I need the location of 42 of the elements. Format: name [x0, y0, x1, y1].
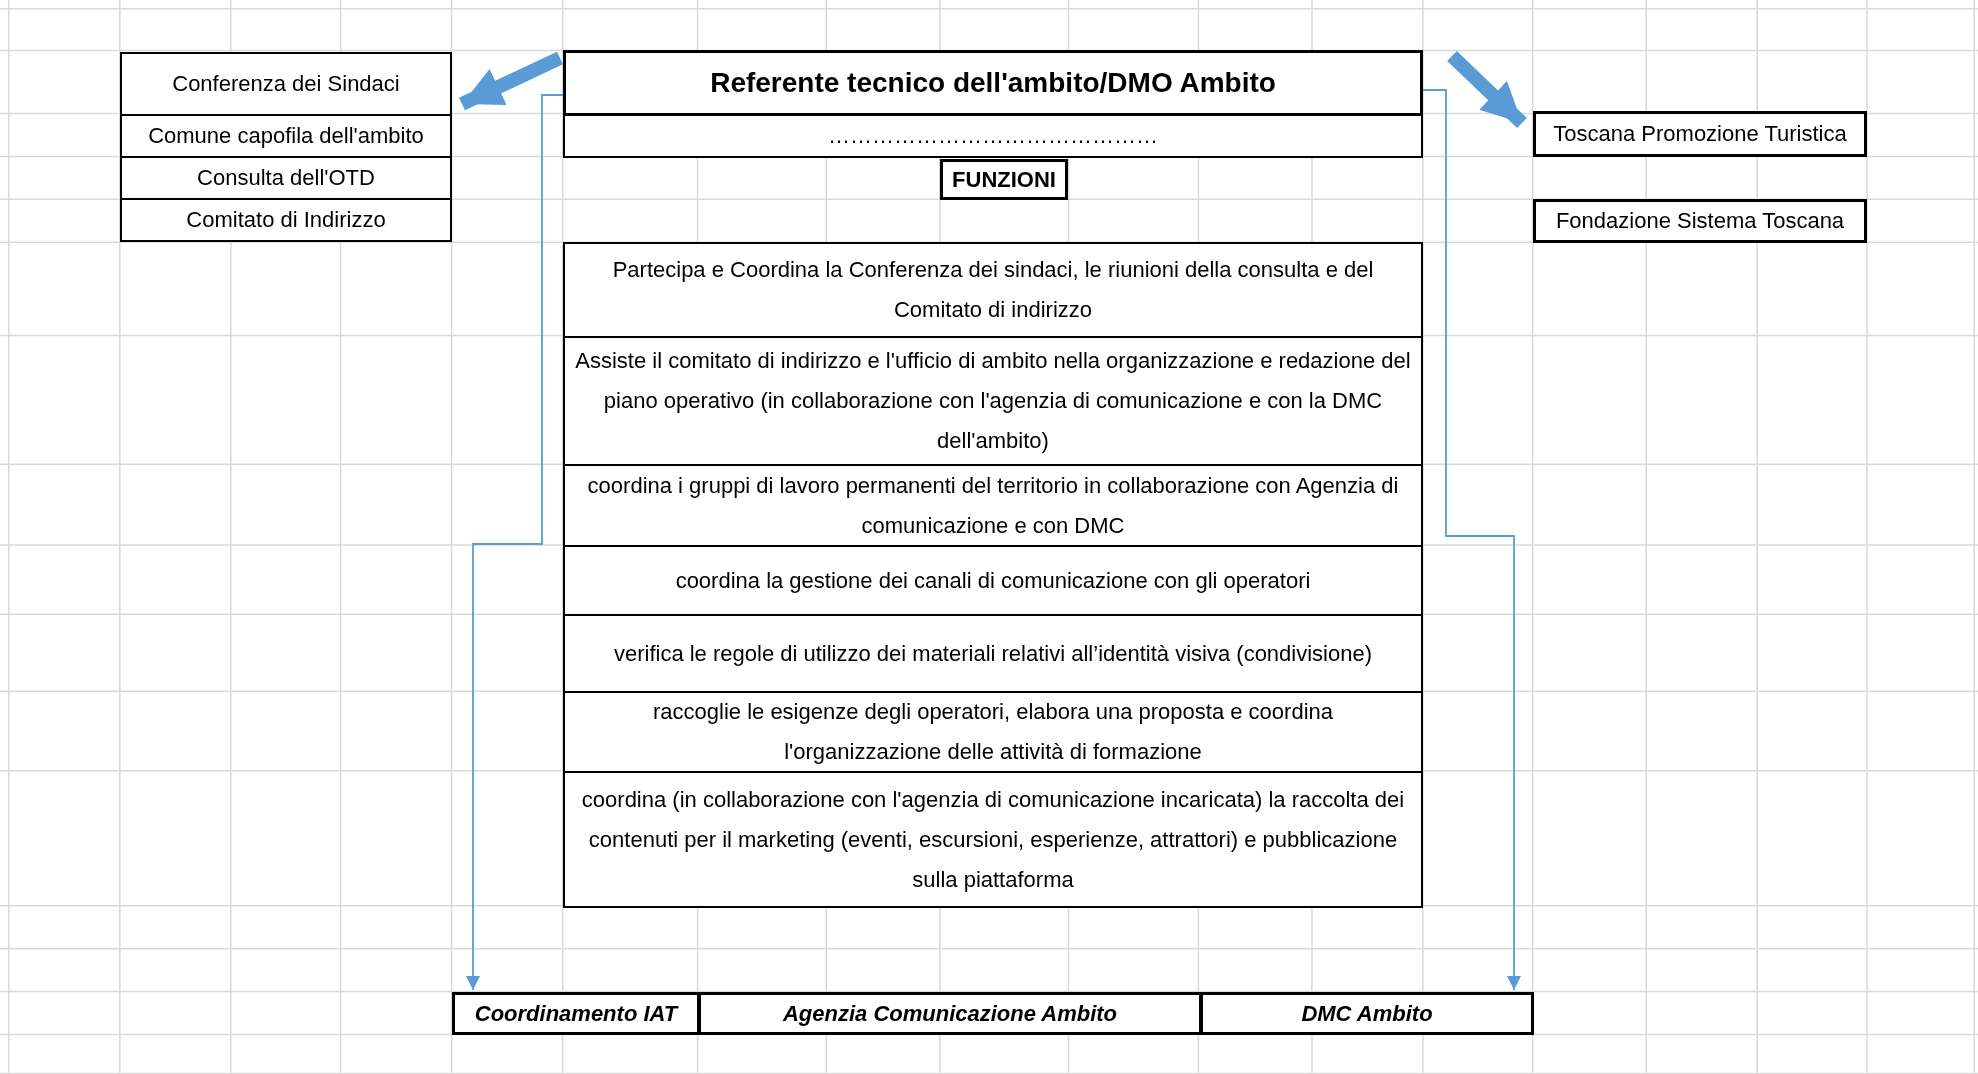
placeholder-box — [563, 114, 1423, 158]
org-name: Comitato di Indirizzo — [186, 206, 386, 234]
function-text: coordina la gestione dei canali di comunicazione con gli operatori — [675, 566, 1311, 595]
org-name: Conferenza dei Sindaci — [172, 70, 400, 98]
partner-box — [698, 992, 1202, 1035]
block-arrow — [459, 51, 563, 111]
function-text: coordina i gruppi di lavoro permanenti del territorio in collaborazione con Agenzia di comunicazione e con DMC — [586, 471, 1400, 540]
connector-arrow — [1422, 89, 1521, 991]
org-box — [120, 156, 452, 200]
org-name: Comune capofila dell'ambito — [148, 122, 424, 150]
function-row — [563, 545, 1423, 616]
partner-name: DMC Ambito — [1301, 999, 1433, 1028]
org-name: Toscana Promozione Turistica — [1553, 120, 1847, 148]
org-box — [120, 114, 452, 158]
header-box — [563, 50, 1423, 116]
section-header-box — [940, 159, 1068, 200]
placeholder-dots: ……………………………………… — [828, 122, 1158, 150]
function-text: Partecipa e Coordina la Conferenza dei sindaci, le riunioni della consulta e del Comitato di indirizzo — [611, 256, 1375, 324]
function-text: verifica le regole di utilizzo dei materiali relativi all’identità visiva (condivisione) — [613, 639, 1373, 668]
partner-box — [1200, 992, 1534, 1035]
connector-arrow — [466, 94, 564, 991]
function-row — [563, 464, 1423, 547]
org-box — [1533, 199, 1867, 243]
org-box — [1533, 111, 1867, 157]
org-name: Consulta dell'OTD — [197, 164, 375, 192]
function-text: raccoglie le esigenze degli operatori, elabora una proposta e coordina l'organizzazione delle attività di formazione — [652, 698, 1334, 766]
block-arrow — [1447, 50, 1527, 129]
function-row — [563, 614, 1423, 693]
partner-name: Coordinamento IAT — [474, 999, 678, 1028]
partner-box — [452, 992, 700, 1035]
org-name: Fondazione Sistema Toscana — [1555, 207, 1845, 235]
section-title: FUNZIONI — [952, 165, 1056, 194]
function-text: coordina (in collaborazione con l'agenzia di comunicazione incaricata) la raccolta dei contenuti per il marketing (eventi, escursioni, esperienze, attrattori) e pubblicazione sulla piattaforma — [580, 785, 1406, 894]
function-row — [563, 336, 1423, 466]
partner-name: Agenzia Comunicazione Ambito — [782, 999, 1118, 1028]
function-row — [563, 242, 1423, 338]
org-box — [120, 52, 452, 116]
org-box — [120, 198, 452, 242]
function-text: Assiste il comitato di indirizzo e l'ufficio di ambito nella organizzazione e redazione del piano operativo (in collaborazione con l'agenzia di comunicazione e con la DMC dell'ambito) — [575, 347, 1411, 455]
function-row — [563, 691, 1423, 773]
function-row — [563, 771, 1423, 908]
role-title: Referente tecnico dell'ambito/DMO Ambito — [710, 66, 1276, 100]
